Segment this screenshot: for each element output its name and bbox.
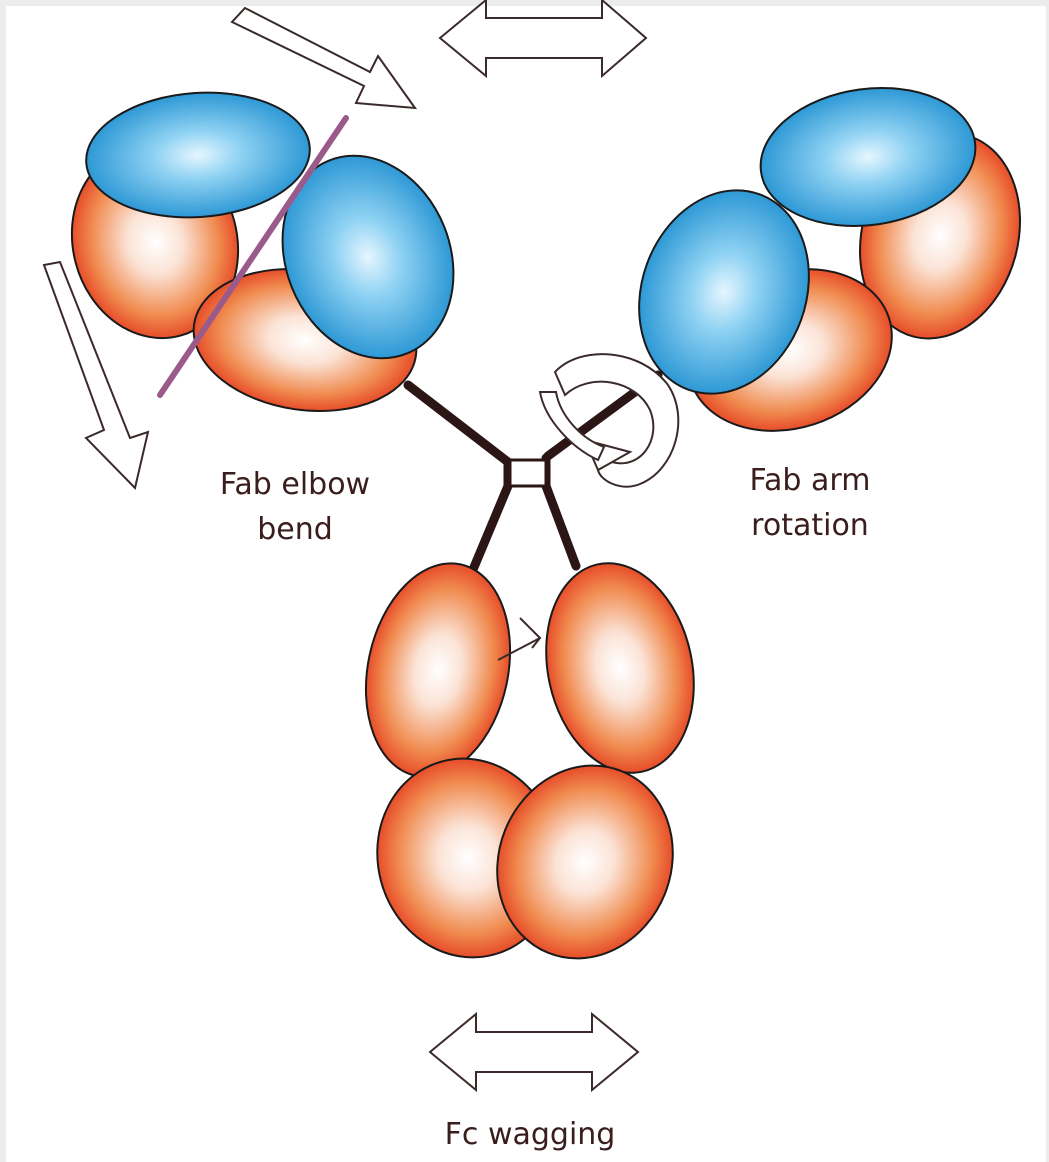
fab-arm-label-line1: Fab arm — [705, 458, 915, 503]
fab-arm-label-line2: rotation — [705, 503, 915, 548]
fab-arm-rotation-label: Fab arm rotation — [705, 458, 915, 548]
fab-elbow-label-line2: bend — [190, 507, 400, 552]
disulfide-box — [510, 460, 546, 486]
fc-wagging-label: Fc wagging — [430, 1112, 630, 1157]
fab-elbow-bend-label: Fab elbow bend — [190, 462, 400, 552]
fab-elbow-label-line1: Fab elbow — [190, 462, 400, 507]
